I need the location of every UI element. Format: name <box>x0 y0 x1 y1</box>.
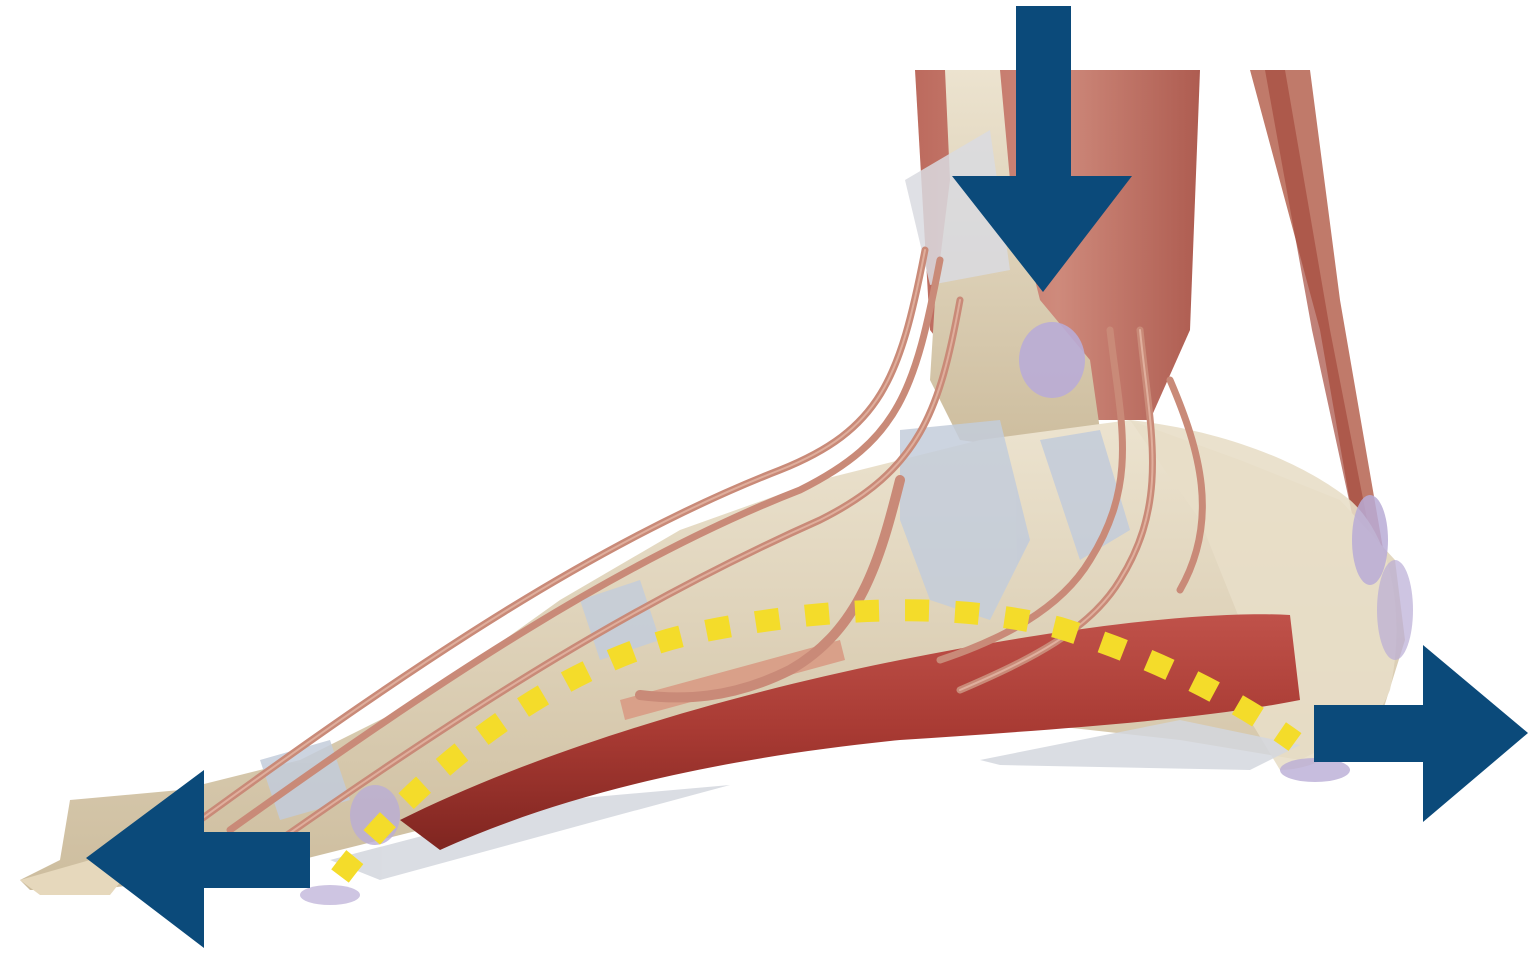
cartilage-spot-heel-back <box>1377 560 1413 660</box>
cartilage-spot-ankle <box>1019 322 1085 398</box>
cartilage-spot-heel-top <box>1352 495 1388 585</box>
